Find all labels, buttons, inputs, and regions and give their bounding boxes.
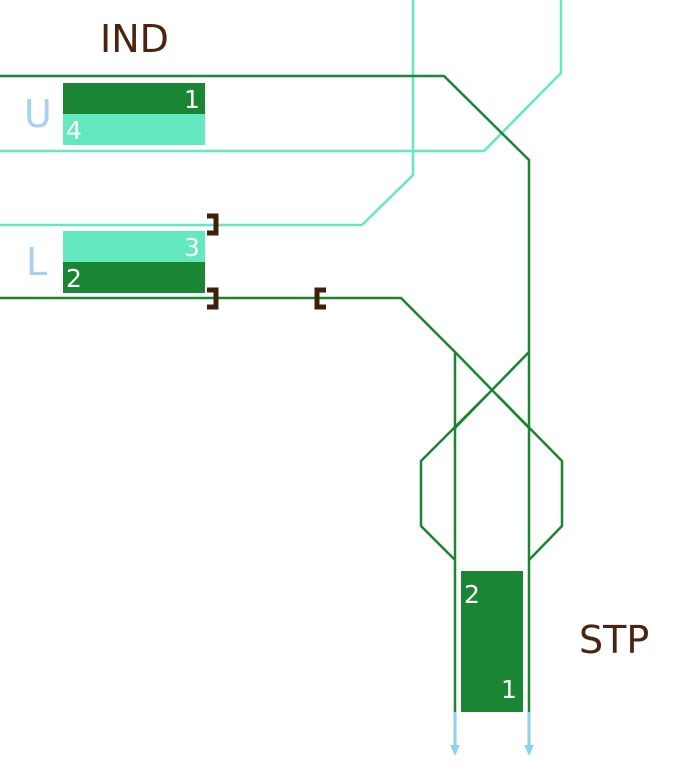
stp-platform-2-number: 2	[464, 580, 480, 609]
platform-4	[63, 114, 205, 145]
light-green-tracks	[0, 0, 563, 227]
level-label-upper: U	[24, 92, 52, 136]
buffer-stop-icon	[207, 213, 219, 236]
dark-green-tracks	[0, 74, 564, 748]
platform-2-number: 2	[66, 264, 82, 293]
stp-platform-group: 2 1	[461, 571, 523, 712]
platform-3-number: 3	[184, 233, 200, 262]
track-lower-main	[0, 296, 457, 748]
down-arrow-icon	[450, 745, 460, 756]
track-upper-outer	[0, 0, 415, 227]
ind-platforms: 1 4 3 2	[63, 83, 205, 293]
track-upper-inner	[0, 0, 563, 153]
direction-arrows	[450, 712, 534, 756]
track-loop-left	[419, 394, 488, 561]
track-upper-main	[0, 74, 531, 748]
buffer-stop-icon	[314, 287, 326, 310]
platform-4-number: 4	[66, 116, 82, 145]
stp-platform	[461, 571, 523, 712]
station-label-ind: IND	[100, 17, 169, 61]
platform-1-number: 1	[184, 85, 200, 114]
down-arrow-icon	[524, 745, 534, 756]
level-label-lower: L	[26, 240, 47, 284]
buffer-stop-icon	[207, 287, 219, 310]
platform-3	[63, 231, 205, 262]
buffer-stops	[207, 213, 326, 310]
station-label-stp: STP	[579, 618, 649, 662]
stp-platform-1-number: 1	[501, 675, 517, 704]
platform-1	[63, 83, 205, 114]
track-loop-right	[496, 394, 564, 561]
platform-2	[63, 262, 205, 293]
